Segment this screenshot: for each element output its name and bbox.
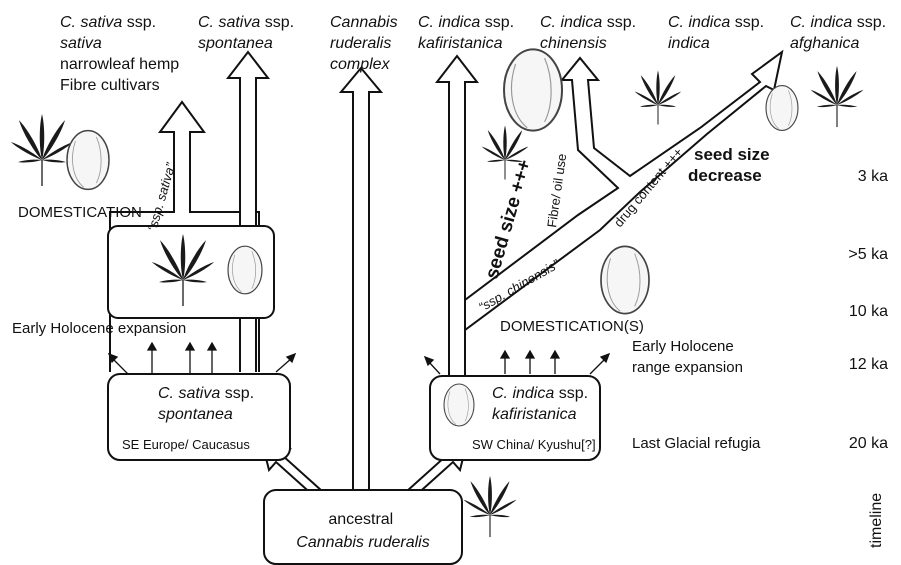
cannabis-leaf-icon [9, 113, 75, 187]
arrow-indica-branches [464, 49, 784, 332]
early-holocene-left-label: Early Holocene expansion [12, 320, 186, 337]
early-holocene-right-label: Early Holocene range expansion [632, 338, 743, 376]
timeline-tick: 3 ka [858, 168, 888, 185]
cannabis-leaf-icon [462, 475, 518, 538]
arrow-ruderalis [338, 66, 384, 490]
seed-icon [600, 245, 650, 315]
taxon-indica-afghanica: C. indica ssp. afghanica [790, 14, 891, 52]
seed-icon [66, 129, 110, 191]
box-sativa-region: SE Europe/ Caucasus [122, 437, 250, 452]
seed-icon [502, 48, 564, 132]
seed-size-decrease-label: seed size decrease [688, 145, 774, 185]
seed-icon [227, 245, 263, 295]
timeline-label: timeline [868, 493, 885, 548]
domestication-left-label: DOMESTICATION [18, 204, 142, 221]
expansion-arrows-right [423, 349, 611, 375]
arrow-spontanea [225, 50, 271, 372]
timeline-tick: >5 ka [848, 246, 888, 263]
taxon-indica-chinensis: C. indica ssp. chinensis [540, 14, 641, 52]
box-indica-kafiristanica-text: C. indica ssp. kafiristanica [492, 385, 593, 423]
box-ancestral [263, 489, 463, 565]
taxon-indica-indica: C. indica ssp. indica [668, 14, 769, 52]
timeline-tick: 12 ka [849, 356, 888, 373]
seed-icon [765, 85, 799, 131]
taxon-indica-kafiristanica: C. indica ssp. kafiristanica [418, 14, 519, 52]
domestication-right-label: DOMESTICATION(S) [500, 318, 644, 335]
box-sativa-domestication [107, 225, 275, 319]
box-sativa-spontanea [107, 373, 291, 461]
seed-icon [443, 383, 475, 427]
taxon-ruderalis-complex: Cannabis ruderalis complex [330, 14, 402, 73]
box-indica-region: SW China/ Kyushu[?] [472, 437, 596, 452]
cannabis-leaf-icon [809, 65, 865, 128]
cannabis-leaf-icon [633, 70, 683, 125]
box-ancestral-text: ancestral Cannabis ruderalis [296, 511, 429, 551]
box-sativa-spontanea-text: C. sativa ssp. spontanea [158, 385, 259, 423]
glacial-refugia-label: Last Glacial refugia [632, 435, 761, 452]
arrow-kafiristanica [434, 54, 480, 378]
fibre-oil-label: Fibre/ oil use [544, 153, 569, 229]
timeline-tick: 20 ka [849, 435, 888, 452]
timeline-tick: 10 ka [849, 303, 888, 320]
taxon-sativa-sativa: C. sativa ssp. sativa narrowleaf hemp Fi… [60, 14, 184, 94]
taxon-sativa-spontanea: C. sativa ssp. spontanea [198, 14, 299, 52]
expansion-arrows-left [107, 341, 297, 375]
